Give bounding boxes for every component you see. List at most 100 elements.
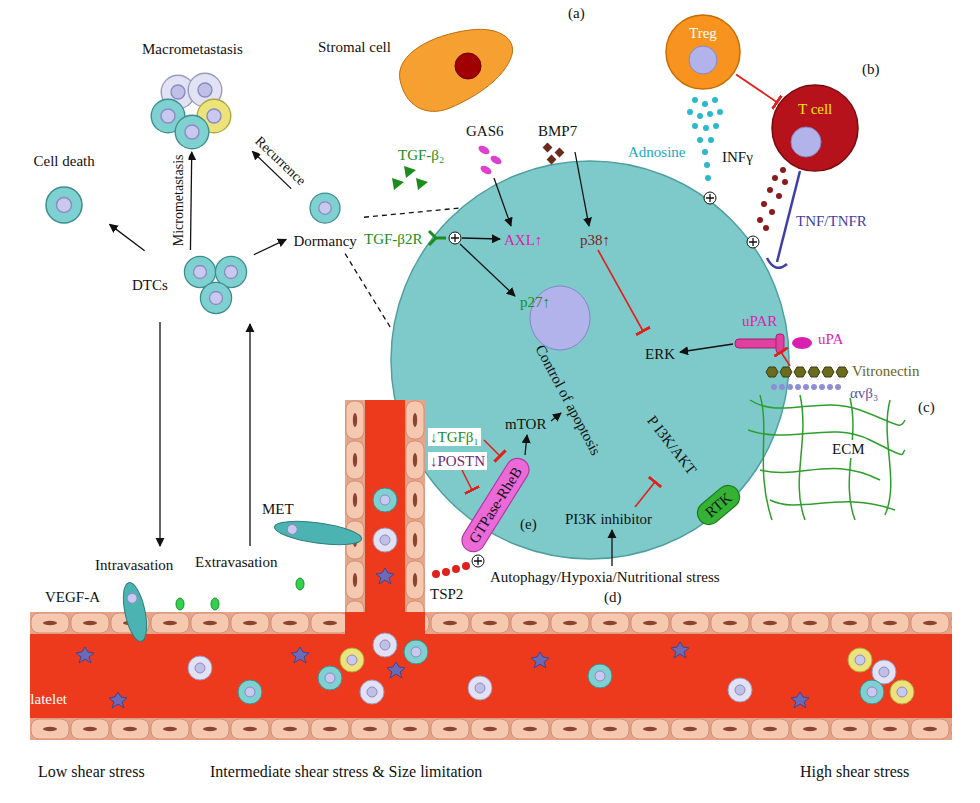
ligands xyxy=(489,154,503,166)
adenosine-dots xyxy=(692,123,698,129)
tnf-receptor xyxy=(767,171,800,268)
ifn-gamma-dots xyxy=(761,201,767,207)
annotation-label: ↓POSTN xyxy=(428,452,487,470)
blood-vessel xyxy=(30,634,952,718)
circulating-cells xyxy=(238,680,262,704)
ecm-mesh xyxy=(849,398,855,520)
stromal-cell xyxy=(400,29,513,111)
circulating-cells xyxy=(728,678,752,702)
circulating-cells xyxy=(468,676,492,700)
annotation-label: High shear stress xyxy=(800,762,909,781)
vitronectin-chain xyxy=(836,367,848,377)
annotation-label: (a) xyxy=(568,4,585,22)
integrin-beads xyxy=(803,384,809,390)
integrin-beads xyxy=(771,384,777,390)
vegf-a-dots xyxy=(176,578,304,610)
node-text: Treg xyxy=(689,24,717,42)
circulating-cells xyxy=(588,664,612,688)
circulating-cells xyxy=(340,648,364,672)
annotation-label: Adnosine xyxy=(628,143,686,161)
nucleus xyxy=(791,127,821,157)
ifn-gamma-dots xyxy=(782,179,788,185)
ifn-gamma-dots xyxy=(757,167,788,231)
annotation-label: Vitronectin xyxy=(852,362,919,380)
arrow-connector xyxy=(254,239,286,254)
circulating-cells xyxy=(791,692,809,708)
dormant-tumor-cell-body xyxy=(391,161,789,559)
circulating-cells xyxy=(671,642,689,658)
adenosine-dots xyxy=(687,109,693,115)
adenosine-dots xyxy=(717,109,723,115)
annotation-label: (c) xyxy=(918,398,935,416)
ligands xyxy=(543,143,553,153)
ifn-gamma-dots xyxy=(772,175,778,181)
extravasating-cell xyxy=(273,517,363,549)
ligands xyxy=(479,164,493,176)
annotation-label: uPA xyxy=(818,330,843,348)
vegf-a-dots xyxy=(296,578,304,590)
blood-vessel xyxy=(30,612,345,634)
node-text: PI3K inhibitor xyxy=(565,510,652,528)
blood-vessel xyxy=(425,612,952,634)
tumor-cell-clusters xyxy=(46,73,340,313)
node-text: AXL↑ xyxy=(504,231,542,249)
node-text: Dormancy xyxy=(294,232,357,250)
adenosine-dots xyxy=(707,111,713,117)
annotation-label: TGF-β₂ xyxy=(398,146,444,164)
vitronectin-chain xyxy=(822,367,834,377)
tumor-cell-clusters xyxy=(200,282,231,313)
vegf-a-dots xyxy=(176,598,184,610)
vitronectin-chain xyxy=(794,367,806,377)
adenosine-dots xyxy=(712,97,718,103)
adenosine-dots xyxy=(697,137,703,143)
process-arrows xyxy=(159,322,160,546)
intravasating-cell xyxy=(119,581,151,644)
circulating-cells xyxy=(531,652,549,668)
dashed-connector xyxy=(364,208,460,217)
node-text: ERK xyxy=(645,345,675,363)
ifn-gamma-dots xyxy=(767,187,773,193)
node-text: T cell xyxy=(798,100,832,118)
dashed-connector xyxy=(345,254,392,330)
annotation-label: Platelet xyxy=(22,690,67,708)
annotation-label: TSP2 xyxy=(430,585,463,603)
annotation-label: Stromal cell xyxy=(318,38,391,56)
integrin-beads xyxy=(819,384,825,390)
circulating-cells xyxy=(109,692,127,708)
circulating-cells xyxy=(373,633,397,657)
vegf-a-dots xyxy=(211,598,219,610)
annotation-label: uPAR xyxy=(742,312,777,330)
intravasating-cell xyxy=(119,581,151,644)
circulating-cells xyxy=(360,680,384,704)
edge-label: Recurrence xyxy=(249,132,310,191)
arrow-connector xyxy=(110,224,145,250)
ecm-mesh xyxy=(885,400,891,515)
adenosine-dots xyxy=(705,175,711,181)
annotation-label: (d) xyxy=(604,588,622,606)
inhibition-connector xyxy=(736,74,777,102)
annotation-label: Intravasation xyxy=(95,556,173,574)
blood-vessel xyxy=(30,718,952,740)
upar-receptor xyxy=(735,339,779,348)
circulating-cells xyxy=(76,647,94,663)
stimulation-symbols xyxy=(472,555,484,567)
adenosine-dots xyxy=(703,125,709,131)
annotation-label: Low shear stress xyxy=(38,762,145,781)
extravasating-cell xyxy=(273,517,363,549)
circulating-cells xyxy=(318,666,342,690)
tumor-cell-clusters xyxy=(310,193,340,223)
blood-vessel xyxy=(345,400,365,612)
circulating-cells xyxy=(404,640,428,664)
ifn-gamma-dots xyxy=(757,217,763,223)
annotation-label: ↓TGFβ₁ xyxy=(428,428,481,446)
integrin-beads xyxy=(787,384,793,390)
intravasating-cell xyxy=(126,592,138,604)
node-text: Cell death xyxy=(34,152,95,170)
tsp2-dots xyxy=(432,562,470,578)
adenosine-dots xyxy=(708,137,714,143)
extravasating-cell xyxy=(287,524,298,535)
annotation-label: (b) xyxy=(862,60,880,78)
